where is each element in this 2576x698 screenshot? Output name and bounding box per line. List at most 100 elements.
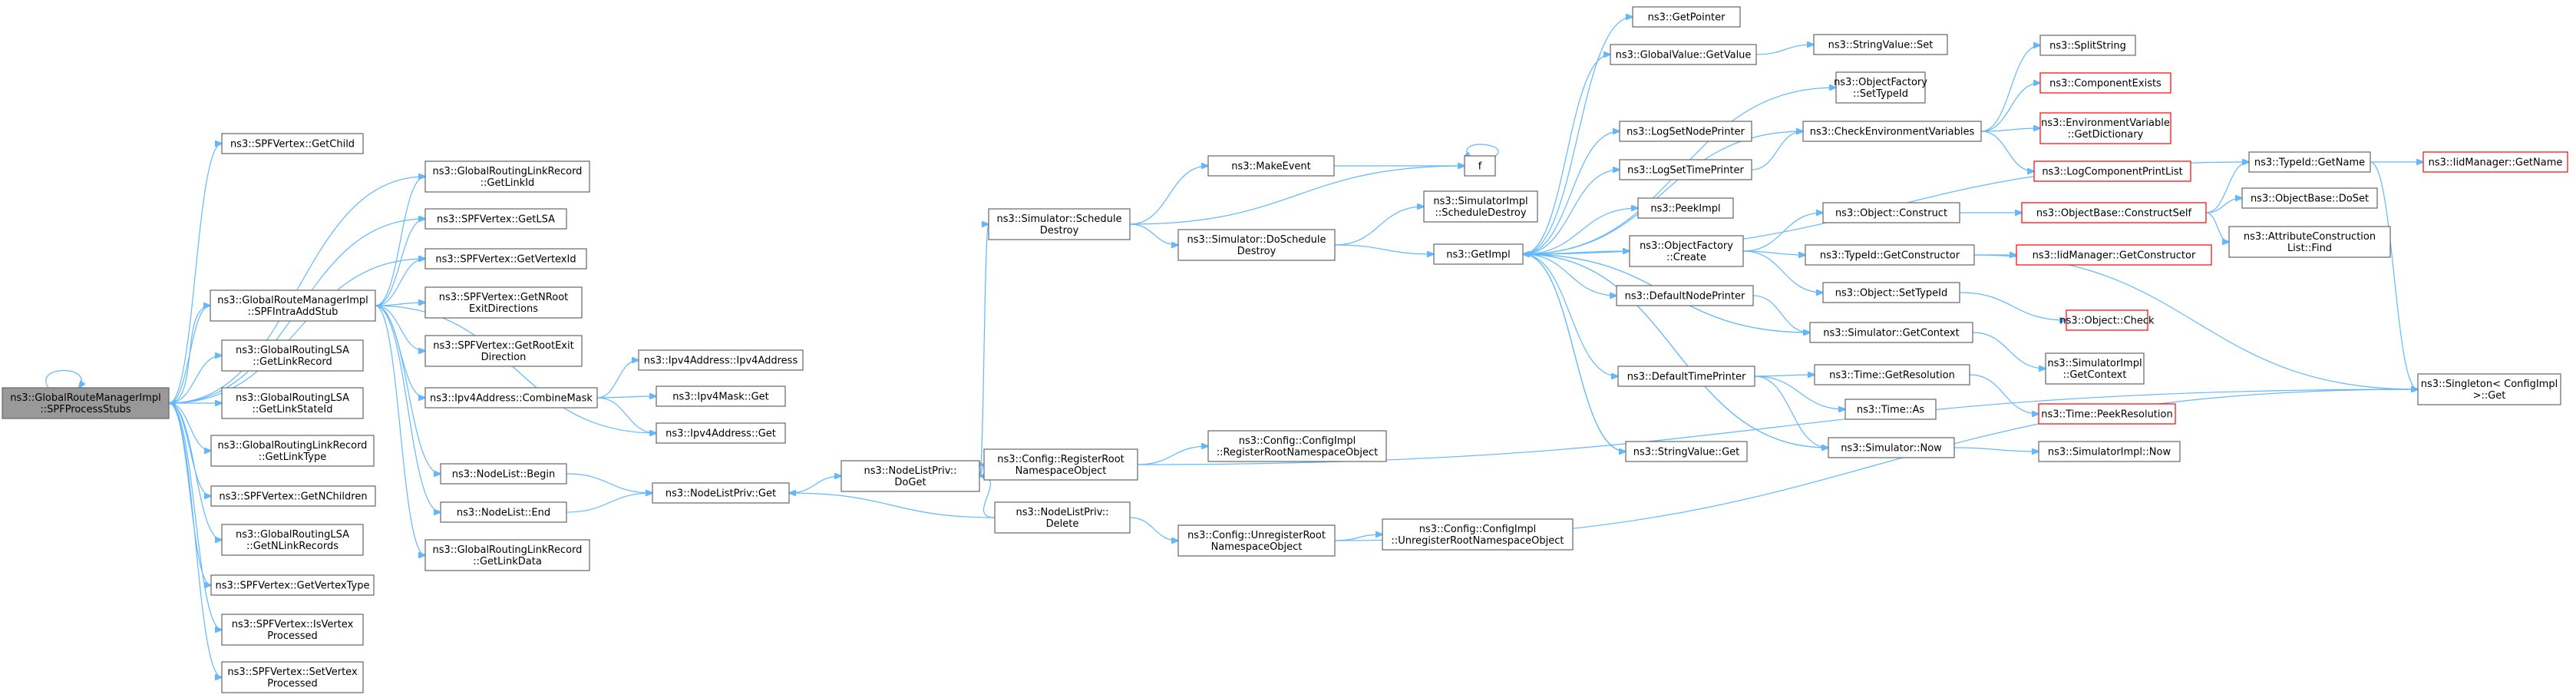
node-cfg-impl-register[interactable]: ns3::Config::ConfigImpl::RegisterRootNam… [1207,430,1387,462]
node-split-string[interactable]: ns3::SplitString [2039,35,2136,56]
node-object-set-type-id[interactable]: ns3::Object::SetTypeId [1822,282,1960,303]
node-get-child[interactable]: ns3::SPFVertex::GetChild [221,133,364,154]
node-string-value-get[interactable]: ns3::StringValue::Get [1625,441,1748,462]
node-node-list-priv-delete[interactable]: ns3::NodeListPriv::Delete [994,501,1131,534]
node-component-exists[interactable]: ns3::ComponentExists [2039,72,2171,94]
node-peek-impl[interactable]: ns3::PeekImpl [1637,197,1734,219]
node-label: ::GetLinkId [481,177,535,189]
node-root[interactable]: ns3::GlobalRouteManagerImpl::SPFProcessS… [2,387,170,419]
node-global-value-get-value[interactable]: ns3::GlobalValue::GetValue [1610,44,1757,65]
node-lsa-get-link-state-id[interactable]: ns3::GlobalRoutingLSA::GetLinkStateId [221,387,364,419]
node-make-event[interactable]: ns3::MakeEvent [1207,155,1335,177]
node-schedule-destroy[interactable]: ns3::Simulator::ScheduleDestroy [988,208,1131,240]
node-f[interactable]: f [1464,155,1496,177]
node-label: ns3::Time::GetResolution [1829,370,1955,382]
node-label: ::GetLinkData [473,556,542,567]
node-ob-construct-self[interactable]: ns3::ObjectBase::ConstructSelf [2021,202,2207,223]
node-lsa-get-link-record[interactable]: ns3::GlobalRoutingLSA::GetLinkRecord [221,339,364,372]
node-rlr-get-link-type[interactable]: ns3::GlobalRoutingLinkRecord::GetLinkTyp… [210,435,375,467]
node-cfg-impl-unregister[interactable]: ns3::Config::ConfigImpl::UnregisterRootN… [1382,518,1574,551]
node-box [440,501,567,523]
node-node-list-priv-get[interactable]: ns3::NodeListPriv::Get [652,482,790,504]
node-object-check[interactable]: ns3::Object::Check [2059,309,2155,331]
node-type-id-get-name[interactable]: ns3::TypeId::GetName [2248,151,2371,173]
node-box [1844,399,1937,420]
node-type-id-get-constructor[interactable]: ns3::TypeId::GetConstructor [1805,244,1975,266]
node-default-time-printer[interactable]: ns3::DefaultTimePrinter [1617,366,1755,387]
node-node-list-end[interactable]: ns3::NodeList::End [440,501,567,523]
node-obj-factory-set-type-id[interactable]: ns3::ObjectFactory::SetTypeId [1834,71,1927,104]
node-string-value-set[interactable]: ns3::StringValue::Set [1813,34,1948,55]
node-box [1382,518,1574,551]
node-ipv4-addr-ctor[interactable]: ns3::Ipv4Address::Ipv4Address [638,349,804,371]
edge-node-list-priv-do-get-to-schedule-destroy [979,224,989,477]
node-default-node-printer[interactable]: ns3::DefaultNodePrinter [1616,285,1754,306]
node-rlr-get-link-data[interactable]: ns3::GlobalRoutingLinkRecord::GetLinkDat… [424,539,590,571]
node-box [2033,160,2191,182]
node-log-set-time-printer[interactable]: ns3::LogSetTimePrinter [1619,159,1752,180]
node-check-env-vars[interactable]: ns3::CheckEnvironmentVariables [1802,121,1982,142]
node-rlr-get-link-id[interactable]: ns3::GlobalRoutingLinkRecord::GetLinkId [424,160,590,193]
node-box [1433,243,1524,265]
node-time-peek-resolution[interactable]: ns3::Time::PeekResolution [2038,403,2176,425]
node-label: >::Get [2473,390,2506,402]
edge-get-impl-to-log-set-node-printer [1522,131,1620,255]
node-label: ns3::EnvironmentVariable [2041,117,2170,129]
edge-root-to-get-vertex-id [168,259,425,404]
node-get-vertex-type[interactable]: ns3::SPFVertex::GetVertexType [210,574,375,596]
node-label: ns3::StringValue::Get [1633,447,1739,458]
node-iid-get-constructor[interactable]: ns3::IidManager::GetConstructor [2016,244,2212,266]
node-ipv4-addr-get[interactable]: ns3::Ipv4Address::Get [656,422,786,444]
edge-get-impl-to-check-env-vars [1522,131,1803,255]
node-log-component-print-list[interactable]: ns3::LogComponentPrintList [2033,160,2191,182]
node-box [210,574,375,596]
node-register-root[interactable]: ns3::Config::RegisterRootNamespaceObject [983,448,1138,481]
node-sim-get-context[interactable]: ns3::Simulator::GetContext [1809,322,1973,343]
node-get-n-children[interactable]: ns3::SPFVertex::GetNChildren [210,485,376,507]
node-iid-get-name[interactable]: ns3::IidManager::GetName [2422,151,2568,173]
node-label: ns3::Config::RegisterRoot [997,454,1125,465]
node-get-l-s-a[interactable]: ns3::SPFVertex::GetLSA [424,208,567,230]
node-get-impl[interactable]: ns3::GetImpl [1433,243,1524,265]
node-node-list-priv-do-get[interactable]: ns3::NodeListPriv::DoGet [841,460,980,492]
node-box [1619,159,1752,180]
edge-object-set-type-id-to-object-check [1959,292,2066,320]
node-unregister-root[interactable]: ns3::Config::UnregisterRootNamespaceObje… [1177,524,1336,557]
node-impl-now[interactable]: ns3::SimulatorImpl::Now [2038,441,2181,462]
node-singleton-get[interactable]: ns3::Singleton< ConfigImpl >::Get [2417,373,2561,405]
edge-default-time-printer-to-time-as [1754,375,1845,409]
node-spf-intra-add-stub[interactable]: ns3::GlobalRouteManagerImpl::SPFIntraAdd… [210,289,376,322]
node-label: ::ScheduleDestroy [1435,207,1526,219]
node-node-list-begin[interactable]: ns3::NodeList::Begin [440,463,567,485]
node-ob-do-set[interactable]: ns3::ObjectBase::DoSet [2241,187,2378,209]
node-get-pointer[interactable]: ns3::GetPointer [1632,6,1741,28]
edge-default-node-printer-to-sim-get-context [1752,295,1810,332]
edge-get-impl-to-peek-impl [1522,208,1638,255]
edge-log-set-time-printer-to-check-env-vars [1751,131,1803,170]
node-sim-now[interactable]: ns3::Simulator::Now [1828,437,1955,458]
node-combine-mask[interactable]: ns3::Ipv4Address::CombineMask [424,387,598,409]
node-label: ns3::Simulator::DoSchedule [1187,234,1326,246]
node-box [1423,190,1538,223]
node-lsa-get-n-link-records[interactable]: ns3::GlobalRoutingLSA::GetNLinkRecords [221,524,364,556]
node-get-vertex-id[interactable]: ns3::SPFVertex::GetVertexId [424,248,587,270]
node-time-get-resolution[interactable]: ns3::Time::GetResolution [1814,364,1970,385]
node-env-var-get-dict[interactable]: ns3::EnvironmentVariable::GetDictionary [2039,112,2171,144]
node-time-as[interactable]: ns3::Time::As [1844,399,1937,420]
node-ipv4-mask-get[interactable]: ns3::Ipv4Mask::Get [656,385,786,407]
node-object-construct[interactable]: ns3::Object::Construct [1822,202,1960,223]
node-box [2038,441,2181,462]
node-obj-factory-create[interactable]: ns3::ObjectFactory::Create [1629,235,1744,267]
node-log-set-node-printer[interactable]: ns3::LogSetNodePrinter [1619,121,1752,142]
edge-get-impl-to-global-value-get-value [1522,55,1610,255]
node-label: ns3::ObjectBase::DoSet [2251,194,2369,205]
node-impl-schedule-destroy[interactable]: ns3::SimulatorImpl::ScheduleDestroy [1423,190,1538,223]
node-box [1616,285,1754,306]
node-impl-get-context[interactable]: ns3::SimulatorImpl::GetContext [2045,352,2145,385]
